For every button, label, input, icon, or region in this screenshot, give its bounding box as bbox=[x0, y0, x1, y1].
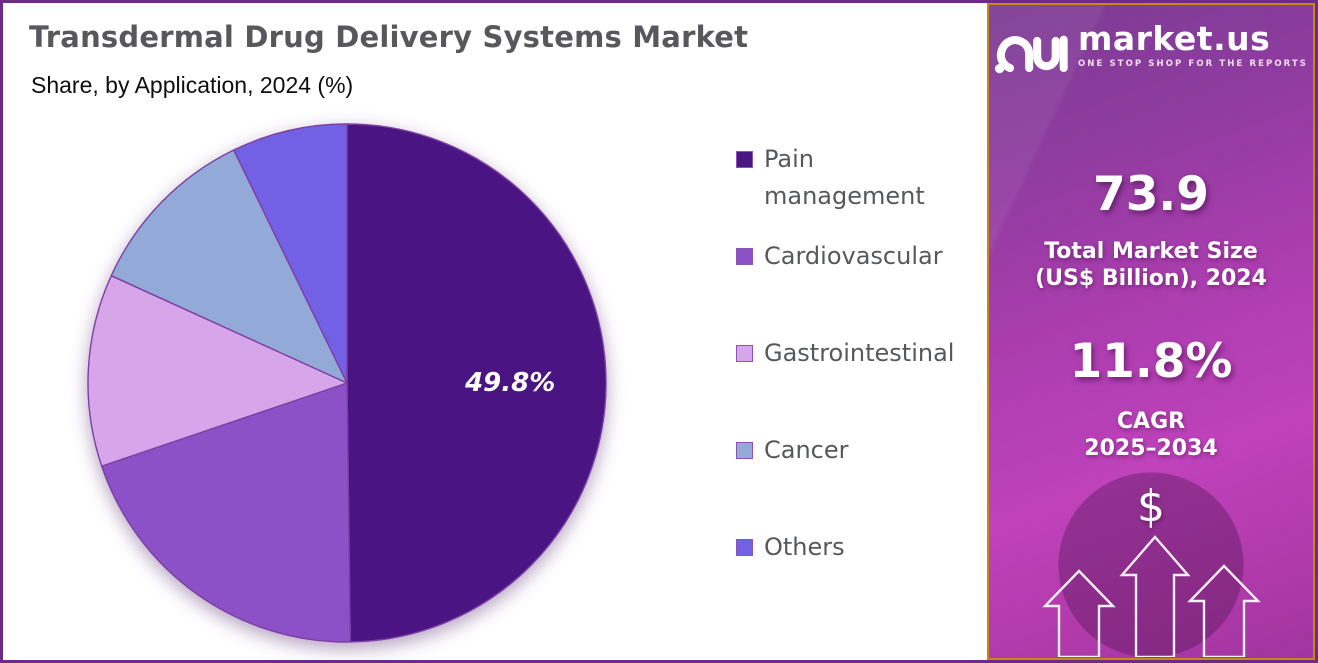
legend-item-gastrointestinal: Gastrointestinal bbox=[736, 335, 954, 372]
legend-swatch-icon bbox=[736, 539, 753, 556]
page-title: Transdermal Drug Delivery Systems Market bbox=[29, 20, 749, 54]
legend-swatch-icon bbox=[736, 248, 753, 265]
total-market-size-value: 73.9 bbox=[1093, 167, 1209, 222]
legend-item-label: Gastrointestinal bbox=[764, 339, 955, 367]
cagr-label: CAGR 2025–2034 bbox=[989, 408, 1313, 462]
pie-slice-cancer bbox=[110, 149, 348, 384]
legend-item-label: Others bbox=[764, 533, 845, 561]
pie-chart-icon: 49.8% bbox=[87, 123, 607, 643]
legend-item-pain-management: Pain management bbox=[736, 141, 925, 215]
brand-text: market.us ONE STOP SHOP FOR THE REPORTS bbox=[1077, 19, 1309, 70]
market-us-logo-icon bbox=[994, 35, 1068, 74]
chart-subtitle: Share, by Application, 2024 (%) bbox=[31, 72, 354, 98]
chart-area: Transdermal Drug Delivery Systems Market… bbox=[3, 3, 987, 660]
total-market-size-label-line1: Total Market Size bbox=[1044, 239, 1258, 264]
cagr-label-line1: CAGR bbox=[1116, 409, 1186, 434]
pie-slice-cardiovascular bbox=[101, 382, 351, 643]
legend-swatch-icon bbox=[736, 442, 753, 459]
cagr-label-line2: 2025–2034 bbox=[1084, 436, 1218, 461]
cagr-value: 11.8% bbox=[1069, 334, 1233, 389]
legend-item-label: Pain management bbox=[764, 145, 925, 210]
total-market-size-label: Total Market Size (US$ Billion), 2024 bbox=[989, 238, 1313, 292]
brand-tagline: ONE STOP SHOP FOR THE REPORTS bbox=[1077, 59, 1309, 69]
pie-chart: 49.8% bbox=[82, 118, 612, 648]
pie-slice-others bbox=[233, 123, 348, 384]
pie-slice-gastrointestinal bbox=[87, 274, 348, 467]
legend-item-label: Cancer bbox=[764, 436, 849, 464]
brand-logo: market.us ONE STOP SHOP FOR THE REPORTS bbox=[989, 21, 1313, 79]
pie-slice-pain-management bbox=[346, 123, 607, 643]
pie-slice-value-label: 49.8% bbox=[464, 368, 555, 398]
dollar-icon: $ bbox=[1137, 481, 1165, 532]
brand-sidebar: market.us ONE STOP SHOP FOR THE REPORTS … bbox=[987, 3, 1315, 660]
legend-item-label: Cardiovascular bbox=[764, 242, 943, 270]
legend-item-others: Others bbox=[736, 529, 845, 566]
growth-arrows-icon bbox=[1042, 535, 1261, 657]
legend-item-cancer: Cancer bbox=[736, 432, 849, 469]
legend-swatch-icon bbox=[736, 345, 753, 362]
total-market-size-label-line2: (US$ Billion), 2024 bbox=[1035, 266, 1267, 291]
legend-item-cardiovascular: Cardiovascular bbox=[736, 238, 943, 275]
brand-name: market.us bbox=[1077, 19, 1271, 58]
legend-swatch-icon bbox=[736, 151, 753, 168]
